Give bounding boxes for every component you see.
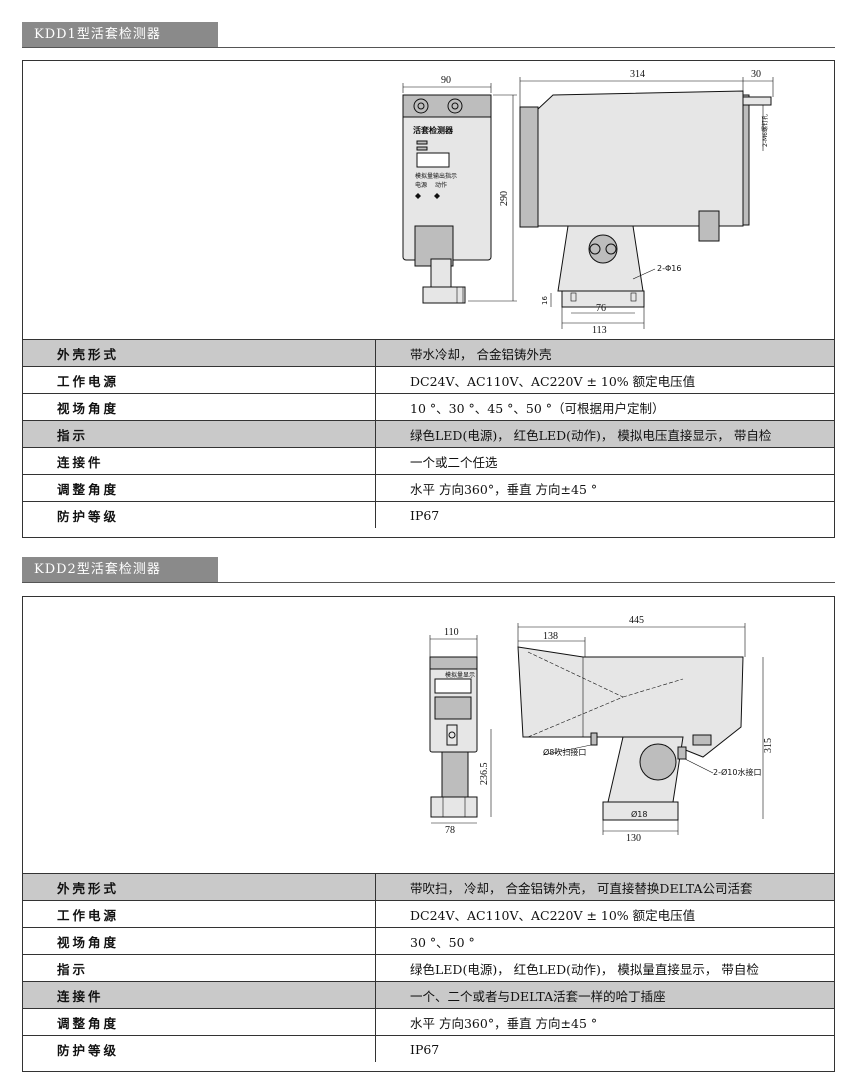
table-row: 视场角度 10 °、30 °、45 °、50 °（可根据用户定制） — [23, 393, 834, 421]
kdd2-dim-phi18: Ø18 — [631, 809, 647, 819]
spec-value: 一个或二个任选 — [375, 447, 834, 475]
spec-value: 绿色LED(电源)， 红色LED(动作)， 模拟量直接显示， 带自检 — [375, 954, 834, 982]
kdd2-dim-2365: 236.5 — [479, 763, 490, 786]
kdd1-dim-2phi16: 2-Φ16 — [657, 264, 681, 273]
spec-value: 水平 方向360°，垂直 方向±45 ° — [375, 474, 834, 502]
table-row: 连接件 一个或二个任选 — [23, 447, 834, 475]
table-row: 视场角度 30 °、50 ° — [23, 927, 834, 955]
kdd1-led2-label: 动作 — [435, 181, 447, 189]
kdd2-dim-315: 315 — [763, 738, 774, 753]
table-row: 防护等级 IP67 — [23, 1035, 834, 1062]
spec-key: 连接件 — [23, 447, 376, 475]
kdd2-side-view: 445 138 315 Ø8吹扫接口 2-Ø10水接口 Ø18 — [517, 615, 774, 844]
spec-key: 视场角度 — [23, 927, 376, 955]
kdd1-dim-90: 90 — [441, 75, 451, 86]
kdd1-dim-290: 290 — [499, 191, 510, 206]
kdd2-panel-labels: 模拟量显示 — [445, 671, 475, 679]
section2-header: KDD2型活套检测器 — [22, 557, 835, 583]
kdd2-dim-phi10: 2-Ø10水接口 — [713, 767, 761, 777]
kdd1-spec-table: 外壳形式 带水冷却， 合金铝铸外壳 工作电源 DC24V、AC110V、AC22… — [23, 339, 834, 528]
table-row: 连接件 一个、二个或者与DELTA活套一样的哈丁插座 — [23, 981, 834, 1009]
table-row: 工作电源 DC24V、AC110V、AC220V ± 10% 额定电压值 — [23, 900, 834, 928]
spec-key: 防护等级 — [23, 1035, 376, 1062]
kdd1-dim-314: 314 — [630, 69, 645, 80]
section2-box: 模拟量显示 110 78 236.5 — [22, 596, 835, 1072]
spec-key: 调整角度 — [23, 474, 376, 502]
table-row: 指示 绿色LED(电源)， 红色LED(动作)， 模拟电压直接显示， 带自检 — [23, 420, 834, 448]
section1-title: KDD1型活套检测器 — [22, 22, 218, 48]
table-row: 防护等级 IP67 — [23, 501, 834, 528]
spec-key: 连接件 — [23, 981, 376, 1009]
spec-key: 工作电源 — [23, 900, 376, 928]
section1-box: 活套检测器 模拟量输出指示 电源 动作 90 — [22, 60, 835, 538]
spec-value: 带吹扫， 冷却， 合金铝铸外壳， 可直接替换DELTA公司活套 — [375, 873, 834, 901]
table-row: 工作电源 DC24V、AC110V、AC220V ± 10% 额定电压值 — [23, 366, 834, 394]
spec-key: 指示 — [23, 954, 376, 982]
kdd2-dim-130: 130 — [626, 833, 641, 844]
kdd1-dim-76: 76 — [596, 303, 606, 314]
kdd1-technical-drawing: 活套检测器 模拟量输出指示 电源 动作 90 — [402, 69, 774, 336]
kdd1-dim-30: 30 — [751, 69, 761, 80]
spec-key: 防护等级 — [23, 501, 376, 528]
kdd1-front-view: 活套检测器 模拟量输出指示 电源 动作 90 — [402, 75, 517, 304]
kdd1-panel-title: 活套检测器 — [413, 125, 454, 135]
kdd1-panel-labels: 模拟量输出指示 — [415, 172, 457, 180]
kdd1-dim-113: 113 — [592, 325, 607, 336]
section1-header: KDD1型活套检测器 — [22, 22, 835, 48]
kdd2-front-view: 模拟量显示 110 78 236.5 — [429, 627, 492, 836]
kdd2-spec-table: 外壳形式 带吹扫， 冷却， 合金铝铸外壳， 可直接替换DELTA公司活套 工作电… — [23, 873, 834, 1062]
spec-value: 带水冷却， 合金铝铸外壳 — [375, 339, 834, 367]
spec-value: 10 °、30 °、45 °、50 °（可根据用户定制） — [375, 393, 834, 421]
spec-value: DC24V、AC110V、AC220V ± 10% 额定电压值 — [375, 900, 834, 928]
spec-key: 外壳形式 — [23, 873, 376, 901]
spec-value: IP67 — [375, 501, 834, 528]
spec-key: 调整角度 — [23, 1008, 376, 1036]
table-row: 调整角度 水平 方向360°，垂直 方向±45 ° — [23, 474, 834, 502]
kdd1-led1-label: 电源 — [415, 181, 427, 189]
kdd1-dim-16: 16 — [541, 296, 549, 305]
table-row: 外壳形式 带吹扫， 冷却， 合金铝铸外壳， 可直接替换DELTA公司活套 — [23, 873, 834, 901]
spec-value: 绿色LED(电源)， 红色LED(动作)， 模拟电压直接显示， 带自检 — [375, 420, 834, 448]
kdd2-dim-445: 445 — [629, 615, 644, 626]
kdd2-dim-78: 78 — [445, 825, 455, 836]
kdd1-side-view: 314 30 2-M6螺钉孔 2-Φ16 16 76 — [519, 69, 774, 336]
kdd2-technical-drawing: 模拟量显示 110 78 236.5 — [429, 615, 774, 844]
table-row: 外壳形式 带水冷却， 合金铝铸外壳 — [23, 339, 834, 367]
section1-rule — [22, 47, 835, 48]
kdd2-dim-138: 138 — [543, 631, 558, 642]
spec-value: 一个、二个或者与DELTA活套一样的哈丁插座 — [375, 981, 834, 1009]
spec-value: IP67 — [375, 1035, 834, 1062]
spec-key: 外壳形式 — [23, 339, 376, 367]
kdd2-dim-110: 110 — [444, 627, 459, 638]
table-row: 指示 绿色LED(电源)， 红色LED(动作)， 模拟量直接显示， 带自检 — [23, 954, 834, 982]
spec-value: 水平 方向360°，垂直 方向±45 ° — [375, 1008, 834, 1036]
section2-rule — [22, 582, 835, 583]
kdd2-drawing: 模拟量显示 110 78 236.5 — [23, 597, 834, 873]
kdd1-drawing: 活套检测器 模拟量输出指示 电源 动作 90 — [23, 61, 834, 339]
spec-key: 指示 — [23, 420, 376, 448]
kdd1-dim-2m6: 2-M6螺钉孔 — [761, 114, 769, 147]
spec-value: 30 °、50 ° — [375, 927, 834, 955]
section2-title: KDD2型活套检测器 — [22, 557, 218, 583]
spec-value: DC24V、AC110V、AC220V ± 10% 额定电压值 — [375, 366, 834, 394]
spec-key: 视场角度 — [23, 393, 376, 421]
kdd2-dim-phi8: Ø8吹扫接口 — [543, 747, 586, 757]
table-row: 调整角度 水平 方向360°，垂直 方向±45 ° — [23, 1008, 834, 1036]
spec-key: 工作电源 — [23, 366, 376, 394]
